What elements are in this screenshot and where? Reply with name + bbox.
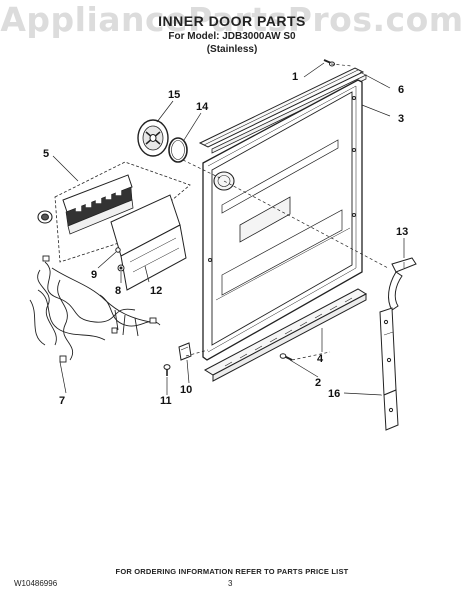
part-11-screw (163, 364, 171, 376)
callout-6: 6 (398, 84, 404, 96)
callout-8: 8 (115, 285, 121, 297)
finish-line: (Stainless) (206, 44, 258, 55)
callout-11: 11 (160, 395, 172, 407)
part-5-control-console (37, 161, 191, 263)
part-1-screw (323, 59, 335, 67)
callout-4: 4 (317, 353, 324, 365)
part-16-hinge-arm (379, 307, 399, 431)
leader-3 (361, 104, 391, 117)
page-title: INNER DOOR PARTS (158, 13, 306, 29)
callout-3: 3 (398, 113, 404, 125)
footer-document-number: W10486996 (14, 579, 58, 588)
part-10-bracket (178, 342, 192, 361)
footer-ordering-note: FOR ORDERING INFORMATION REFER TO PARTS … (115, 567, 349, 576)
part-15-dispenser-gasket (137, 119, 169, 157)
leader-1 (303, 62, 325, 78)
leader-9 (97, 251, 117, 269)
part-6-top-trim (198, 67, 367, 154)
leader-14 (183, 112, 202, 141)
part-12-control-board (110, 194, 187, 291)
callout-5: 5 (43, 148, 49, 160)
callout-14: 14 (196, 101, 209, 113)
leader-12 (144, 265, 150, 283)
callout-15: 15 (168, 89, 180, 101)
part-14-o-ring (168, 137, 188, 163)
callout-2: 2 (315, 377, 321, 389)
callout-1: 1 (292, 71, 298, 83)
part-8-screw (117, 264, 125, 272)
footer-page-number: 3 (228, 579, 233, 588)
callout-7: 7 (59, 395, 65, 407)
callout-9: 9 (91, 269, 97, 281)
leader-6 (359, 71, 391, 89)
callout-12: 12 (150, 285, 162, 297)
leader-2 (289, 359, 319, 378)
part-3-inner-door-panel (202, 79, 363, 361)
leader-16 (343, 392, 383, 396)
leader-5 (52, 155, 79, 182)
callout-16: 16 (328, 388, 340, 400)
callout-13: 13 (396, 226, 408, 238)
watermark: AppliancePartsPros.com (0, 0, 464, 39)
part-9-fastener (115, 247, 121, 253)
part-2-screw (279, 353, 293, 361)
part-4-bottom-vent-trim (203, 288, 368, 382)
part-7-wire-harness (29, 255, 161, 363)
part-13-hinge-cap (388, 257, 417, 311)
model-line: For Model: JDB3000AW S0 (168, 31, 296, 42)
leader-7 (59, 361, 67, 394)
leader-15 (156, 100, 174, 123)
callout-10: 10 (180, 384, 192, 396)
leader-10 (186, 359, 190, 384)
